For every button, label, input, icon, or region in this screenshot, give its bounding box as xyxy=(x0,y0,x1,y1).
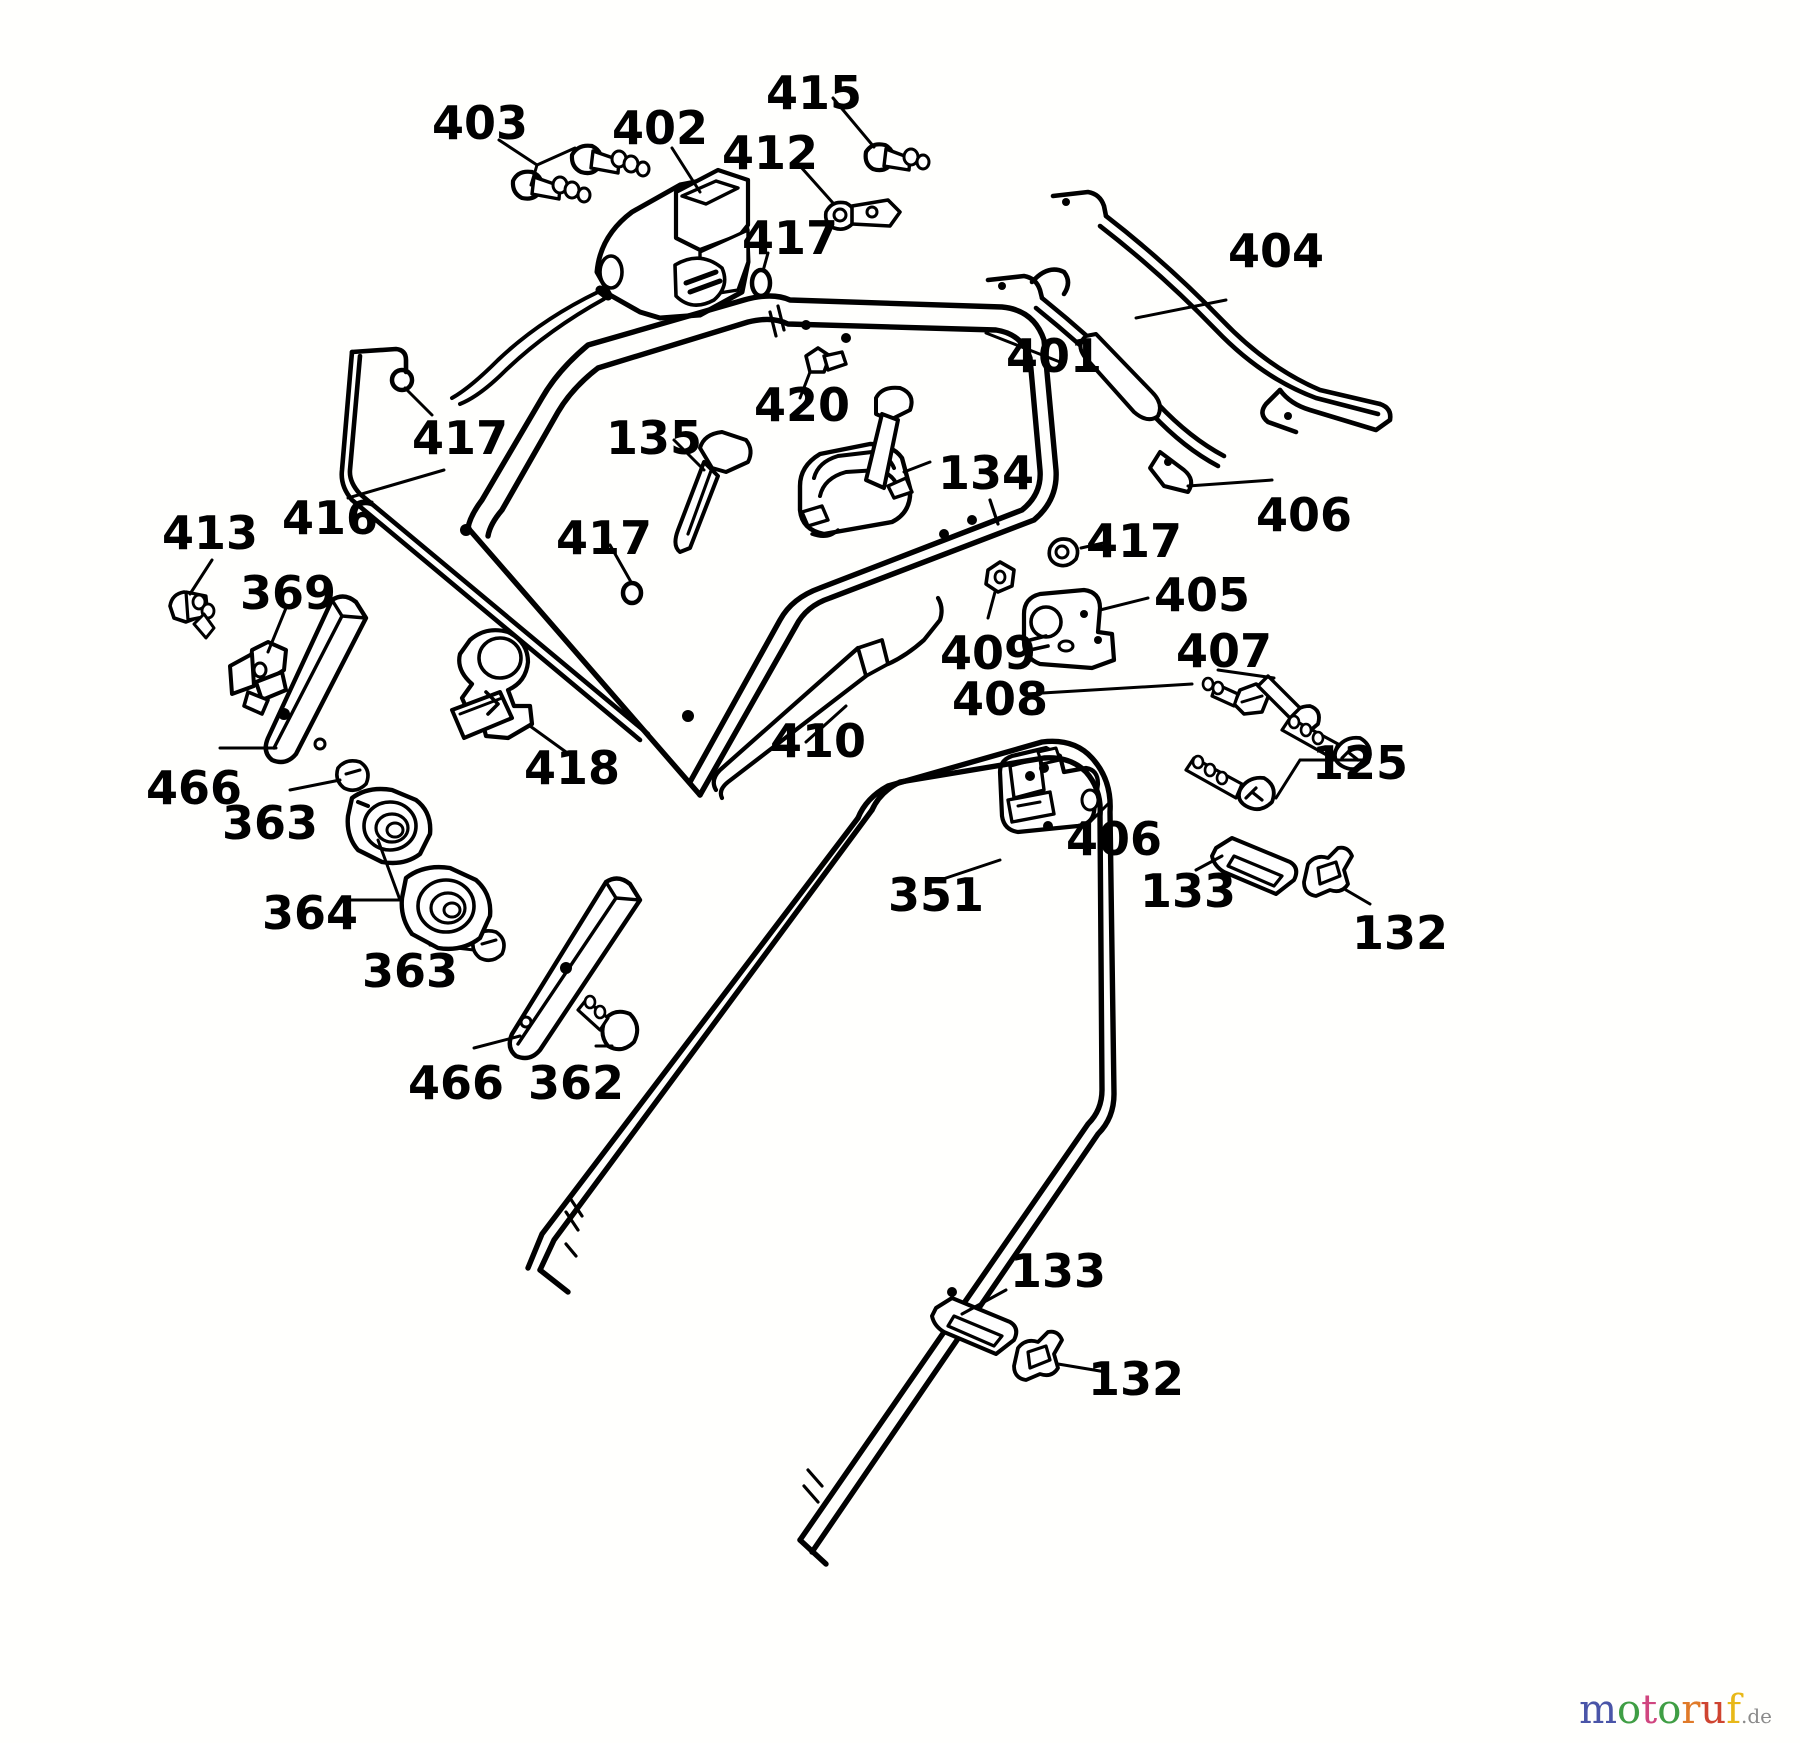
part-418-lever xyxy=(450,628,535,741)
part-408-screw xyxy=(1201,676,1272,716)
part-132-clip-upper xyxy=(1302,845,1354,898)
callout-413: 413 xyxy=(162,506,259,560)
part-466-grip-upper xyxy=(263,594,369,765)
watermark-letter-r: r xyxy=(1681,1687,1701,1733)
callout-406-a: 406 xyxy=(1256,488,1353,542)
part-362-screw xyxy=(576,994,640,1052)
watermark-letter-o1: o xyxy=(1617,1687,1642,1733)
callout-418: 418 xyxy=(524,741,621,795)
part-132-clip-lower xyxy=(1012,1329,1064,1382)
callout-406-b: 406 xyxy=(1066,812,1163,866)
callout-410: 410 xyxy=(770,714,867,768)
callout-466-a: 466 xyxy=(146,761,243,815)
callout-363-b: 363 xyxy=(362,944,459,998)
part-125-screws xyxy=(1184,714,1372,812)
callout-466-b: 466 xyxy=(408,1056,505,1110)
callout-407: 407 xyxy=(1176,624,1273,678)
callout-133-a: 133 xyxy=(1140,864,1237,918)
callout-369: 369 xyxy=(240,566,337,620)
callout-364: 364 xyxy=(262,886,359,940)
callout-125: 125 xyxy=(1312,736,1409,790)
callout-404: 404 xyxy=(1228,224,1325,278)
part-401-upper-handle xyxy=(465,293,1059,798)
callout-408: 408 xyxy=(952,672,1049,726)
callout-133-b: 133 xyxy=(1010,1244,1107,1298)
callout-417-a: 417 xyxy=(742,211,839,265)
callout-132-a: 132 xyxy=(1352,906,1449,960)
part-405-clamp-block xyxy=(1021,587,1117,671)
part-404-rod xyxy=(1050,189,1393,435)
part-135-pin xyxy=(673,430,753,554)
part-415-screw xyxy=(863,142,931,173)
part-417-rings xyxy=(389,267,1080,606)
callout-415: 415 xyxy=(766,66,863,120)
part-133-grommet-lower xyxy=(930,1296,1019,1356)
callout-401: 401 xyxy=(1006,329,1103,383)
watermark-letter-o2: o xyxy=(1657,1687,1682,1733)
callout-420: 420 xyxy=(754,378,851,432)
callout-363-a: 363 xyxy=(222,796,319,850)
callout-405: 405 xyxy=(1154,568,1251,622)
callout-417-d: 417 xyxy=(1086,514,1183,568)
part-369-clamp xyxy=(228,640,288,716)
callout-417-c: 417 xyxy=(556,511,653,565)
part-466-grip-lower xyxy=(507,876,643,1061)
watermark-letter-f: f xyxy=(1726,1687,1741,1733)
callout-416: 416 xyxy=(282,491,379,545)
callout-417-b: 417 xyxy=(412,411,509,465)
part-406-rod xyxy=(985,267,1227,494)
callout-402: 402 xyxy=(612,101,709,155)
part-351-lower-handle xyxy=(525,738,1117,1567)
watermark-letter-u: u xyxy=(1700,1687,1727,1733)
callout-403: 403 xyxy=(432,96,529,150)
motoruf-watermark: motoruf.de xyxy=(1579,1687,1772,1733)
part-420-bolt xyxy=(804,346,848,374)
callout-409: 409 xyxy=(940,626,1037,680)
part-410-cable xyxy=(711,595,944,801)
part-134-bracket xyxy=(797,385,914,538)
watermark-letter-m: m xyxy=(1579,1687,1618,1733)
callout-412: 412 xyxy=(722,126,819,180)
watermark-suffix: .de xyxy=(1741,1704,1772,1728)
callout-362: 362 xyxy=(528,1056,625,1110)
part-413-bolt xyxy=(168,590,216,640)
part-402-switch-housing xyxy=(594,167,751,321)
callout-132-b: 132 xyxy=(1088,1352,1185,1406)
callout-135: 135 xyxy=(606,411,703,465)
part-412-clip xyxy=(823,198,902,231)
part-406-bracket xyxy=(997,745,1101,835)
part-409-nut xyxy=(984,560,1016,594)
part-364-pulleys xyxy=(345,786,493,952)
callout-351: 351 xyxy=(888,868,985,922)
callout-134: 134 xyxy=(938,446,1035,500)
watermark-letter-t: t xyxy=(1641,1687,1658,1733)
